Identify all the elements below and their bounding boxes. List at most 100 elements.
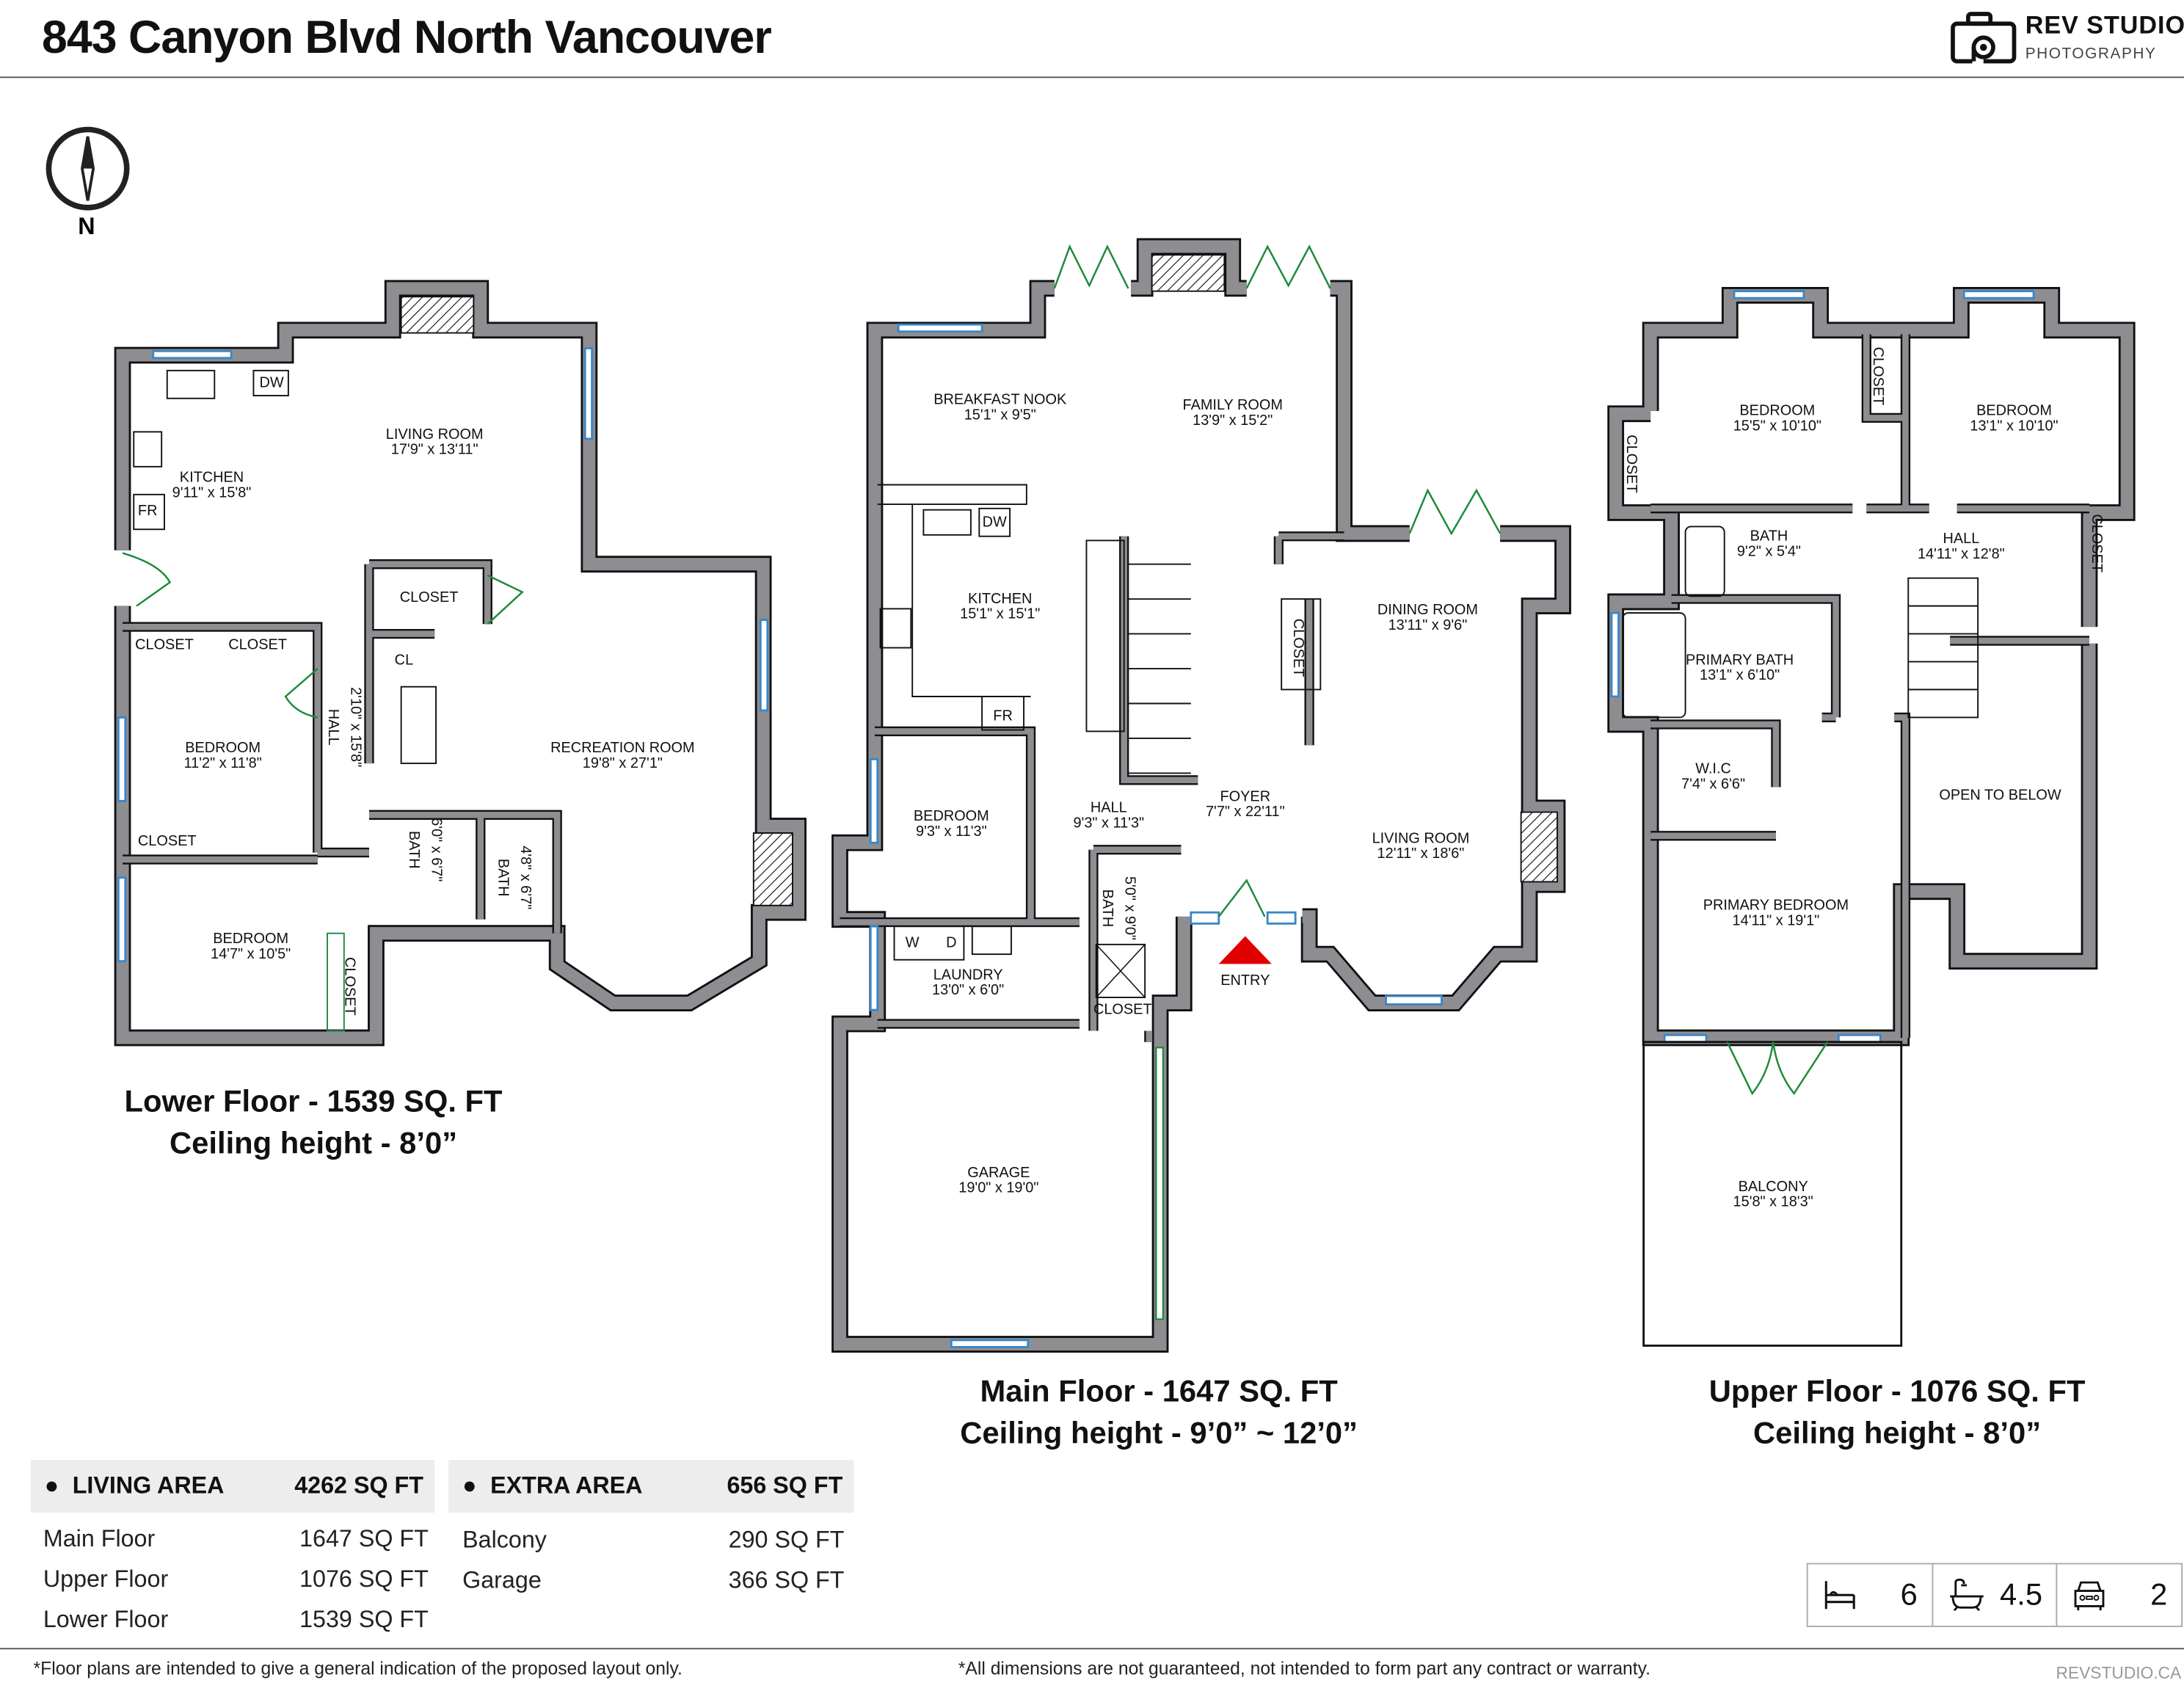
room-name: HALL [1943,531,1979,547]
upper-floor-area: Upper Floor - 1076 SQ. FT [1708,1373,2086,1408]
room-dimensions: 4'8" x 6'7" [517,846,534,909]
extra-area-total: 656 SQ FT [727,1472,843,1499]
room-dimensions: 2'10" x 15'8" [347,687,363,767]
extra-row-value: 290 SQ FT [728,1527,845,1554]
room-dimensions: 14'11" x 12'8" [1918,546,2005,562]
room-dimensions: 19'0" x 19'0" [958,1180,1038,1196]
room-dimensions: 9'11" x 15'8" [172,485,252,501]
room-dimensions: 15'5" x 10'10" [1733,418,1821,434]
bedrooms-count: 6 [1900,1577,1918,1612]
fixture-label: DW [983,514,1007,530]
room-dimensions: 5'0" x 9'0" [1122,876,1138,940]
website-link[interactable]: REVSTUDIO.CA [2056,1663,2182,1683]
living-area-label: LIVING AREA [72,1472,225,1499]
page-title: 843 Canyon Blvd North Vancouver [41,11,772,63]
room-dimensions: 9'3" x 11'3" [1073,815,1144,831]
living-row-value: 1647 SQ FT [299,1525,429,1552]
car-icon [2075,1581,2105,1611]
room-dimensions: 9'3" x 11'3" [916,823,987,840]
room-name: CLOSET [400,589,459,606]
room-name: HALL [1091,800,1127,816]
room-name: BEDROOM [1739,403,1815,419]
room-name: W.I.C [1695,760,1731,777]
room-name: OPEN TO BELOW [1939,787,2061,803]
living-row-label: Lower Floor [43,1606,169,1633]
room-name: LAUNDRY [933,967,1003,983]
room-name: PRIMARY BEDROOM [1703,897,1849,913]
room-name: BEDROOM [914,808,989,824]
room-name: FAMILY ROOM [1183,397,1283,413]
room-name: CLOSET [1093,1002,1152,1018]
room-dimensions: 13'11" x 9'6" [1388,617,1468,633]
fixture-label: W [906,935,920,951]
room-name: CLOSET [135,636,194,652]
room-name: CLOSET [342,957,358,1016]
room-name: CLOSET [228,636,287,652]
footer-note-dimensions: *All dimensions are not guaranteed, not … [958,1657,1650,1679]
room-name: GARAGE [967,1165,1030,1181]
room-dimensions: 13'9" x 15'2" [1193,412,1273,429]
living-row-value: 1076 SQ FT [299,1565,429,1593]
logo-title: REV STUDIO [2025,11,2184,40]
lower-floor-caption: Lower Floor - 1539 SQ. FT Ceiling height… [21,1081,605,1165]
room-dimensions: 9'2" x 5'4" [1737,543,1801,559]
bullet-icon: ● [462,1472,477,1499]
room-name: DINING ROOM [1377,602,1478,618]
property-stats: 6 4.5 2 [1806,1563,2183,1627]
room-dimensions: 12'11" x 18'6" [1377,846,1465,862]
room-name: BATH [1099,890,1115,928]
room-dimensions: 19'8" x 27'1" [583,755,663,771]
room-name: BATH [406,831,422,869]
room-dimensions: 6'0" x 6'7" [428,818,444,881]
main-floor-caption: Main Floor - 1647 SQ. FT Ceiling height … [867,1371,1452,1455]
extra-row-label: Balcony [462,1527,547,1554]
extra-row-value: 366 SQ FT [728,1567,845,1594]
room-name: LIVING ROOM [1372,830,1470,846]
room-name: CLOSET [1870,347,1886,406]
bullet-icon: ● [44,1472,59,1499]
room-name: BATH [495,859,511,897]
room-name: BALCONY [1739,1179,1808,1195]
footer-note-layout: *Floor plans are intended to give a gene… [33,1657,682,1679]
extra-row-label: Garage [462,1567,542,1594]
lower-floor-ceiling: Ceiling height - 8’0” [169,1125,458,1161]
main-floor-area: Main Floor - 1647 SQ. FT [980,1373,1338,1408]
room-name: RECREATION ROOM [550,740,695,756]
fixture-label: D [946,935,956,951]
extra-area-label: EXTRA AREA [490,1472,643,1499]
north-compass: N [45,126,131,239]
room-dimensions: 15'1" x 9'5" [964,407,1036,423]
bathtub-icon [1949,1578,1984,1612]
main-floor-walls [831,238,1571,1353]
room-name: PRIMARY BATH [1686,652,1794,668]
living-row-label: Upper Floor [43,1565,169,1593]
room-name: BEDROOM [1976,403,2052,419]
compass-icon [46,126,130,211]
living-row-label: Main Floor [43,1525,156,1552]
room-dimensions: 14'7" x 10'5" [211,946,291,962]
lower-floor-area: Lower Floor - 1539 SQ. FT [124,1083,503,1119]
living-area-header: ● LIVING AREA 4262 SQ FT [30,1460,435,1513]
room-dimensions: 11'2" x 11'8" [184,755,262,771]
room-name: CL [395,652,413,668]
room-name: BATH [1750,528,1788,544]
parking-stat: 2 [2058,1564,2181,1626]
room-name: HALL [325,709,341,746]
upper-floor-walls [1607,286,2136,1347]
room-dimensions: 15'1" x 15'1" [960,606,1040,622]
room-dimensions: 7'7" x 22'11" [1206,804,1285,820]
bed-icon [1824,1581,1855,1610]
bedrooms-stat: 6 [1808,1564,1933,1626]
lower-floor-walls [114,280,807,1047]
living-area-total: 4262 SQ FT [294,1472,423,1499]
entry-label: ENTRY [1220,972,1270,989]
entry-arrow-icon [1218,936,1272,964]
fixture-label: DW [260,375,284,391]
room-name: CLOSET [138,833,197,849]
upper-floor-caption: Upper Floor - 1076 SQ. FT Ceiling height… [1604,1371,2184,1455]
room-name: KITCHEN [968,591,1032,607]
room-dimensions: 14'11" x 19'1" [1733,912,1820,928]
